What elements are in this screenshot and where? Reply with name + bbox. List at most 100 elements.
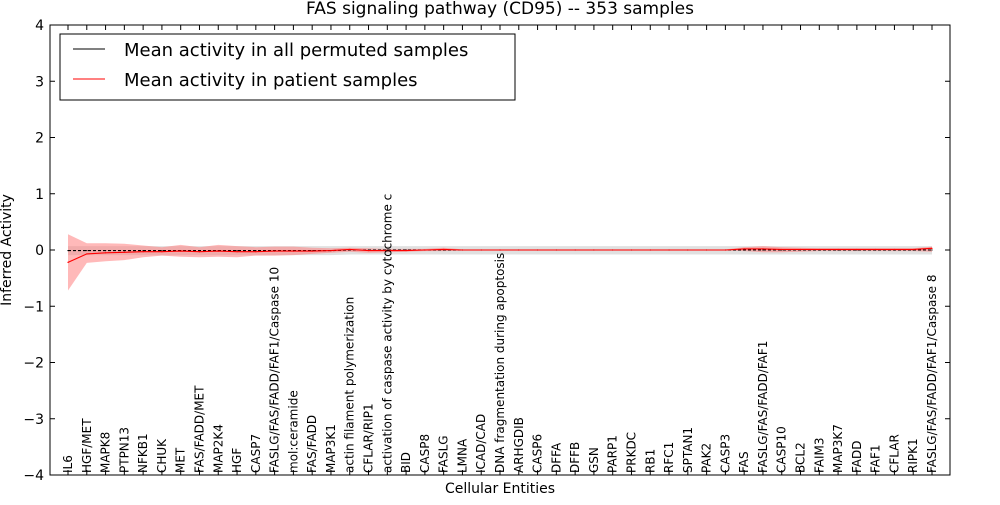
- data-point-patient: [593, 249, 595, 251]
- x-tick-label: MET: [174, 447, 188, 473]
- data-point-patient: [706, 249, 708, 251]
- x-tick-label: MAP2K4: [211, 424, 225, 473]
- plot-frame: [49, 24, 951, 476]
- y-tick-label: 2: [35, 131, 44, 147]
- data-point-patient: [367, 249, 370, 252]
- data-point-patient: [480, 249, 482, 251]
- data-point-patient: [875, 248, 877, 251]
- data-point-permuted: [123, 249, 125, 252]
- x-tick-label: GSN: [587, 447, 601, 473]
- data-point-patient: [536, 249, 539, 251]
- data-point-patient: [762, 248, 764, 250]
- data-point-patient: [86, 253, 88, 255]
- data-point-patient: [893, 248, 896, 251]
- x-tick-label: FAS/FADD/MET: [193, 385, 207, 473]
- data-point-permuted: [67, 249, 69, 252]
- data-point-patient: [161, 251, 163, 253]
- data-point-permuted: [762, 249, 764, 251]
- x-tick-label: CFLAR/RIP1: [362, 403, 376, 473]
- data-point-patient: [180, 250, 182, 252]
- data-point-permuted: [142, 249, 144, 252]
- x-tick-label: HGF/MET: [80, 418, 94, 473]
- x-tick-label: CASP6: [531, 434, 545, 473]
- x-tick-label: mol:ceramide: [286, 390, 300, 473]
- x-tick-label: FADD: [850, 441, 864, 474]
- data-point-patient: [799, 248, 802, 251]
- legend-box: [59, 33, 516, 101]
- x-tick-label: PRKDC: [625, 432, 639, 473]
- data-point-patient: [518, 249, 520, 251]
- x-tick-label: PARP1: [606, 435, 620, 473]
- axis-ticks: [50, 24, 950, 476]
- data-point-patient: [499, 249, 501, 251]
- y-tick-label: −1: [23, 299, 44, 315]
- chart-title: FAS signaling pathway (CD95) -- 353 samp…: [306, 0, 694, 19]
- x-tick-label: NFKB1: [136, 433, 150, 473]
- legend-label-patient: Mean activity in patient samples: [124, 70, 418, 91]
- y-tick-label: 0: [35, 243, 44, 259]
- confidence-bands: [68, 234, 932, 291]
- data-point-patient: [424, 249, 426, 251]
- x-axis-label: Cellular Entities: [445, 481, 555, 497]
- band-patient: [68, 234, 932, 291]
- data-point-patient: [781, 248, 783, 251]
- data-point-patient: [931, 247, 933, 249]
- x-tick-label: FASLG/FAS/FADD/FAF1/Caspase 10: [268, 267, 282, 473]
- x-tick-label: RFC1: [662, 442, 676, 473]
- data-point-permuted: [198, 249, 201, 252]
- x-tick-label: DFFA: [549, 442, 563, 473]
- x-tick-label: DFFB: [568, 442, 582, 473]
- x-tick-label: ICAD/CAD: [474, 414, 488, 473]
- x-tick-label: FASLG/FAS/FADD/FAF1/Caspase 8: [925, 275, 939, 474]
- y-tick-label: 3: [35, 74, 44, 90]
- x-tick-label: RIPK1: [906, 438, 920, 473]
- x-tick-label: MAP3K7: [831, 424, 845, 473]
- legend: Mean activity in all permuted samples Me…: [59, 33, 516, 101]
- x-tick-label: ARHGDIB: [512, 417, 526, 473]
- data-point-patient: [574, 249, 576, 251]
- data-point-patient: [856, 248, 858, 251]
- x-tick-label: CHUK: [155, 438, 169, 473]
- x-tick-label: MAP3K1: [324, 424, 338, 473]
- data-point-patient: [67, 261, 69, 263]
- data-point-permuted: [86, 249, 88, 252]
- data-point-patient: [630, 249, 633, 251]
- x-tick-label: FAIM3: [812, 437, 826, 473]
- x-tick-label: CASP3: [718, 434, 732, 473]
- data-point-permuted: [931, 249, 933, 251]
- x-tick-label: IL6: [61, 455, 75, 473]
- x-tick-label: activation of caspase activity by cytoch…: [380, 194, 394, 473]
- data-point-patient: [555, 249, 557, 251]
- data-point-permuted: [236, 249, 238, 252]
- y-axis-label: Inferred Activity: [0, 194, 15, 306]
- x-tick-label: CASP7: [249, 434, 263, 473]
- data-point-patient: [912, 248, 914, 251]
- x-tick-label: DNA fragmentation during apoptosis: [493, 253, 507, 473]
- data-point-patient: [236, 251, 238, 253]
- x-tick-label: HGF: [230, 448, 244, 473]
- data-point-permuted: [161, 249, 163, 252]
- data-point-patient: [104, 252, 107, 254]
- data-point-patient: [743, 248, 745, 250]
- data-point-patient: [443, 248, 445, 251]
- x-tick-label: BCL2: [794, 442, 808, 473]
- x-tick-label: CFLAR: [887, 434, 901, 473]
- x-tick-label: CASP10: [775, 426, 789, 473]
- data-point-patient: [198, 251, 201, 253]
- x-tick-label: BID: [399, 452, 413, 473]
- x-tick-label: CASP8: [418, 434, 432, 473]
- y-tick-label: −4: [23, 468, 44, 484]
- data-point-patient: [724, 249, 726, 251]
- x-tick-label: FAS/FADD: [305, 415, 319, 473]
- legend-label-permuted: Mean activity in all permuted samples: [124, 40, 468, 61]
- data-point-patient: [274, 250, 276, 252]
- data-point-patient: [668, 249, 670, 251]
- data-point-patient: [687, 249, 689, 251]
- x-tick-label: FASLG: [437, 435, 451, 473]
- data-point-patient: [142, 251, 144, 253]
- data-point-permuted: [104, 249, 107, 252]
- y-tick-label: −3: [23, 412, 44, 428]
- data-point-permuted: [743, 249, 745, 251]
